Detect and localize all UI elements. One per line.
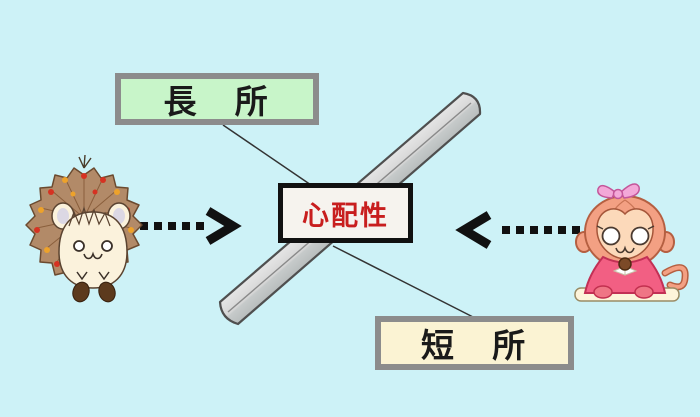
dotted-arrow-right-icon: [140, 207, 242, 245]
monkey-girl-illustration: [574, 183, 689, 302]
connector-line-demerit: [332, 245, 474, 318]
merit-label: 長 所: [163, 83, 271, 120]
trait-label-box: 心配性: [278, 183, 413, 243]
demerit-label: 短 所: [421, 327, 528, 364]
connector-line-merit: [222, 124, 312, 186]
dotted-arrow-left-icon: [455, 211, 580, 249]
merit-label-box: 長 所: [115, 73, 319, 125]
hedgehog-illustration: [25, 154, 143, 303]
trait-label: 心配性: [302, 200, 389, 231]
demerit-label-box: 短 所: [375, 316, 574, 370]
